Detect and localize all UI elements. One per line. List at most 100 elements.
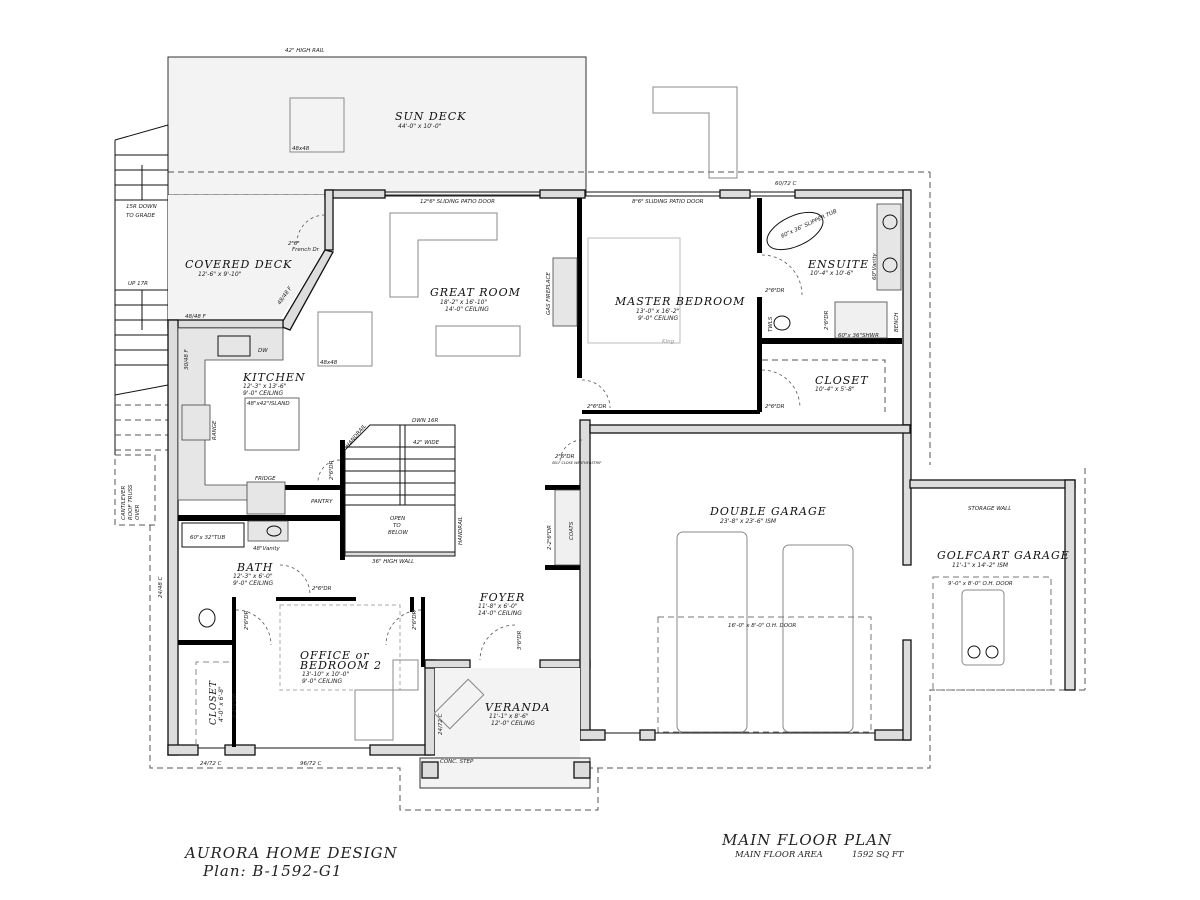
- french-door-label: 2⁸6⁸: [288, 240, 300, 247]
- room-dims-veranda: 11'-1" x 8'-6": [489, 713, 529, 720]
- pantry-label: PANTRY: [311, 499, 333, 505]
- sofa: [435, 325, 521, 357]
- towels-label: TWLS: [768, 316, 774, 332]
- room-dims-double-garage: 23'-8" x 23'-6" ISM: [720, 518, 777, 525]
- high-wall-label: 36" HIGH WALL: [372, 559, 414, 565]
- garage-door-outline: [657, 616, 872, 733]
- veranda-floor: [435, 668, 580, 758]
- kitchen-island: [244, 397, 300, 451]
- sliding-door-label: 12⁰6⁸ SLIDING PATIO DOOR: [420, 198, 495, 205]
- room-label-ensuite: ENSUITE: [807, 258, 869, 271]
- door-label: 2⁸6⁸DR: [312, 585, 332, 592]
- room-label-office-2: BEDROOM 2: [299, 659, 382, 672]
- up-17r-note: UP 17R: [128, 281, 148, 287]
- tub-label: 60"x 36" SLIPPER TUB: [780, 209, 838, 240]
- shower-label: 60"x 36"SHWR: [838, 333, 879, 339]
- plan-title: MAIN FLOOR PLAN: [721, 831, 892, 849]
- door-label: 2⁸6⁸DR: [555, 453, 575, 460]
- door-label: 2⁸6⁸DR: [587, 403, 607, 410]
- room-dims-foyer: 11'-8" x 6'-0": [478, 603, 518, 610]
- window-label: 48/48 F: [185, 314, 207, 320]
- conc-step: [419, 757, 591, 789]
- window-label: 24/72 C: [200, 761, 222, 767]
- closet-shelf: [195, 661, 232, 745]
- sectional-sofa: [389, 212, 498, 298]
- car: [676, 531, 748, 733]
- room-dims-great-room: 18'-2" x 16'-10": [440, 299, 487, 306]
- range-label: RANGE: [212, 420, 218, 440]
- exterior-stairs: [114, 124, 169, 526]
- dining-table: [317, 311, 373, 367]
- kitchen-sink: [217, 335, 251, 357]
- king-bed: [587, 237, 681, 344]
- bathtub: [181, 522, 245, 548]
- kitchen-counter: [177, 327, 284, 501]
- window-label: 24/72 C: [438, 713, 444, 735]
- roof-outline: [149, 172, 1086, 811]
- window-label: 60/72 C: [775, 181, 797, 187]
- coat-closet: [554, 489, 581, 566]
- slipper-tub: [766, 211, 824, 251]
- fireplace-label: GAS FIREPLACE: [546, 272, 552, 315]
- window-label: 24/48 C: [158, 576, 164, 598]
- self-close-label: SELF CLOSE WEATHERSTRIP: [552, 461, 602, 465]
- bench-label: BENCH: [894, 313, 900, 332]
- double-vanity: [876, 203, 902, 291]
- veranda-post: [573, 761, 591, 779]
- room-dims-kitchen: 12'-3" x 13'-6": [243, 383, 287, 390]
- interior-walls: [178, 198, 902, 747]
- vanity-label: 60"Vanity: [872, 253, 878, 280]
- tub-label: 60"x 32"TUB: [190, 535, 225, 541]
- room-label-veranda: VERANDA: [485, 701, 551, 714]
- sink-icon: [266, 525, 282, 537]
- room-ceiling-office: 9'-0" CEILING: [302, 678, 342, 685]
- high-rail-note: 42" HIGH RAIL: [285, 48, 324, 54]
- roof-truss-text: ROOF TRUSS: [128, 484, 134, 520]
- handrail-label: HANDRAIL: [458, 516, 464, 545]
- door-label: 2⁸6⁸DR: [765, 287, 785, 294]
- openings: [198, 191, 875, 749]
- door-label: 2-1⁶6⁸DR: [231, 693, 238, 718]
- open-to-below-label: OPEN: [390, 516, 405, 522]
- room-label-closet-office: CLOSET: [209, 680, 219, 725]
- room-label-covered-deck: COVERED DECK: [185, 258, 292, 271]
- open-to-below-label: BELOW: [388, 530, 408, 536]
- office-desk: [354, 659, 419, 741]
- garage-door-label: 9'-0" x 8'-0" O.H. DOOR: [948, 581, 1013, 587]
- fridge: [246, 481, 286, 515]
- golf-bag-icon: [985, 645, 999, 659]
- room-dims-sun-deck: 44'-0" x 10'-0": [398, 123, 442, 130]
- floor-area-value: 1592 SQ FT: [852, 850, 905, 860]
- room-dims-bath: 12'-3" x 6'-0": [233, 573, 273, 580]
- room-ceiling-kitchen: 9'-0" CEILING: [243, 390, 283, 397]
- exterior-walls: [167, 189, 1076, 756]
- room-label-master-bedroom: MASTER BEDROOM: [614, 295, 745, 308]
- covered-deck: [168, 195, 325, 320]
- car: [782, 544, 854, 733]
- door-label: 2⁸6⁸DR: [328, 460, 335, 480]
- over-text: OVER: [135, 504, 141, 520]
- room-dims-golfcart-garage: 11'-1" x 14'-2" ISM: [952, 562, 1009, 569]
- office-rug: [279, 604, 401, 691]
- golf-cart: [961, 589, 1005, 666]
- window-label: 96/72 C: [300, 761, 322, 767]
- room-ceiling-veranda: 12'-0" CEILING: [491, 720, 535, 727]
- door-label: 2⁸6⁸DR: [411, 610, 418, 630]
- handrail-label: HANDRAIL: [345, 424, 368, 450]
- company-name: AURORA HOME DESIGN: [183, 844, 398, 862]
- deck-table: [289, 97, 345, 153]
- room-dims-covered-deck: 12'-6" x 9'-10": [198, 271, 242, 278]
- front-door-label: 3⁰6⁸DR: [516, 630, 523, 650]
- sink-icon: [882, 214, 898, 230]
- door-label: 2⁴6⁸DR: [823, 310, 830, 330]
- bath-vanity: [247, 520, 289, 542]
- plan-number: Plan: B-1592-G1: [202, 862, 342, 880]
- stairs-down-label: DWN 16R: [412, 418, 439, 424]
- door-label: 2-2⁶6⁸DR: [546, 525, 553, 550]
- door-label: 2⁸6⁸DR: [765, 403, 785, 410]
- room-dims-master-bedroom: 13'-0" x 16'-2": [636, 308, 680, 315]
- closet-shelf: [762, 359, 886, 412]
- fridge-label: FRIDGE: [255, 476, 276, 482]
- room-label-sun-deck: SUN DECK: [395, 110, 466, 123]
